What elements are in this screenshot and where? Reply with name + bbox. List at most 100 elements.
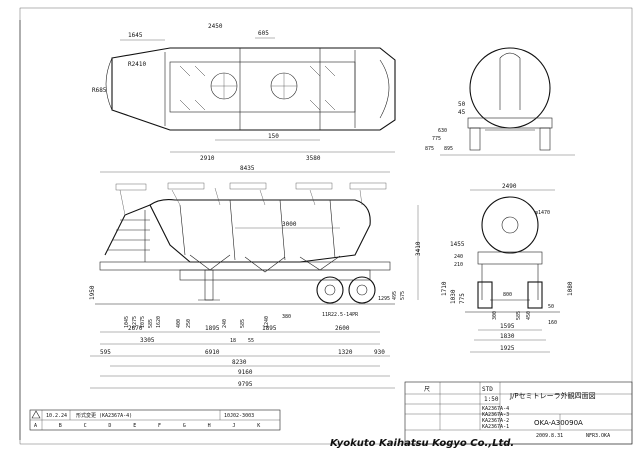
revision-col-e: E: [133, 423, 136, 429]
tb-scale-label: 尺: [424, 386, 430, 393]
rear-dim-50: 50: [458, 101, 466, 108]
revision-col-k: K: [257, 423, 260, 429]
revision-block: 10.2.24 形式変更 (KA2367A-4) 10J02-3003 A B C D…: [29, 409, 281, 431]
front-dim-1830: 1830: [500, 333, 515, 340]
front-dim-1455: 1455: [450, 241, 465, 248]
vdim-10: 380: [282, 314, 291, 320]
top-dim-r2410: R2410: [128, 61, 146, 68]
vdim-9: 585: [240, 319, 246, 328]
side-view: 8435 3000 3410 1950 11: [89, 165, 422, 389]
revision-col-j: J: [232, 423, 235, 429]
front-dim-1925: 1925: [500, 345, 515, 352]
front-dim-1030: 1030: [450, 289, 457, 304]
tb-code-4: KA2367A-4: [482, 406, 509, 412]
vdim-12: 1295: [378, 296, 390, 302]
front-dim-450: 450: [526, 311, 532, 320]
tb-ref: NFR3.OKA: [586, 433, 610, 439]
hdim-1320: 1320: [338, 349, 353, 356]
hdim-595: 595: [100, 349, 111, 356]
rear-dim-875: 875: [425, 146, 434, 152]
vdim-13: 495: [392, 291, 398, 300]
top-view: 1645 2450 605 R2410 R685 150 2910 3580: [92, 23, 396, 162]
vdim-5: 1620: [156, 316, 162, 328]
revision-col-b: B: [59, 423, 62, 429]
rev-date: 10.2.24: [46, 413, 67, 419]
side-dim-8435: 8435: [240, 165, 255, 172]
top-dim-r685: R685: [92, 87, 107, 94]
front-view: 2490 φ1470 1455 240 210 1710 1030 775 10…: [441, 183, 574, 353]
vdim-1: 1045: [124, 316, 130, 328]
side-vertical-dims: 1045 1275 1075 585 1620 400 250 240 585 …: [124, 291, 406, 328]
vdim-3: 1075: [140, 316, 146, 328]
hdim-8230: 8230: [232, 359, 247, 366]
front-dim-210: 210: [454, 262, 463, 268]
side-tire-label: 11R22.5-14PR: [322, 312, 359, 318]
tb-model: STD: [482, 386, 493, 393]
revision-col-d: D: [108, 423, 111, 429]
front-dim-phi1470: φ1470: [535, 210, 550, 216]
tb-code-2: KA2367A-2: [482, 418, 509, 424]
vdim-4: 585: [148, 319, 154, 328]
hdim-2600: 2600: [335, 325, 350, 332]
rear-dim-45: 45: [458, 109, 466, 116]
revision-col-h: H: [208, 423, 211, 429]
hdim-18: 18: [230, 338, 236, 344]
tb-drawing-title: J/Pセミトレーラ外観四面図: [509, 391, 596, 400]
tb-drawing-number: OKA-A30090A: [534, 419, 583, 427]
top-dim-3580: 3580: [306, 155, 321, 162]
front-dim-300: 300: [492, 311, 498, 320]
company-name: Kyokuto Kaihatsu Kogyo Co.,Ltd.: [330, 438, 514, 449]
side-dim-3000: 3000: [282, 221, 297, 228]
rear-view: 50 45 775 875 630 895: [425, 47, 575, 156]
tb-scale: 1:50: [484, 396, 499, 403]
rear-dim-630: 630: [438, 128, 447, 134]
front-dim-240: 240: [454, 254, 463, 260]
top-dim-2450: 2450: [208, 23, 223, 30]
tb-code-3: KA2367A-3: [482, 412, 509, 418]
tb-date: 2009.8.31: [536, 433, 563, 439]
hdim-1895a: 1895: [205, 325, 220, 332]
hdim-9160: 9160: [238, 369, 253, 376]
vdim-8: 240: [222, 319, 228, 328]
vdim-6: 400: [176, 319, 182, 328]
hdim-930: 930: [374, 349, 385, 356]
vdim-14: 575: [400, 291, 406, 300]
vdim-2: 1275: [132, 316, 138, 328]
hdim-3305: 3305: [140, 337, 155, 344]
top-dim-2910: 2910: [200, 155, 215, 162]
rear-dim-895: 895: [444, 146, 453, 152]
front-dim-775: 775: [459, 293, 466, 304]
revision-col-a: A: [34, 423, 37, 429]
revision-col-g: G: [183, 423, 186, 429]
rev-description: 形式変更 (KA2367A-4): [76, 412, 132, 419]
side-horizontal-dims: 2670 1895 1895 2600 3305 18 55 595 6910 …: [90, 325, 395, 389]
front-dim-2490: 2490: [502, 183, 517, 190]
front-dim-1710: 1710: [441, 281, 448, 296]
top-dim-1645: 1645: [128, 32, 143, 39]
top-dim-150: 150: [268, 133, 279, 140]
title-block: 尺 STD 1:50 J/Pセミトレーラ外観四面図 OKA-A30090A KA…: [330, 381, 633, 449]
hdim-9795: 9795: [238, 381, 253, 388]
side-dim-1950: 1950: [89, 285, 96, 300]
front-dim-50: 50: [548, 304, 554, 310]
front-dim-585: 585: [516, 311, 522, 320]
front-dim-1080: 1080: [567, 281, 574, 296]
front-dim-160: 160: [548, 320, 557, 326]
side-dim-3410: 3410: [415, 241, 422, 256]
front-dim-800: 800: [503, 292, 512, 298]
hdim-1895b: 1895: [262, 325, 277, 332]
rear-dim-775: 775: [432, 136, 441, 142]
front-dim-1595: 1595: [500, 323, 515, 330]
revision-col-f: F: [158, 423, 161, 429]
tb-code-1: KA2367A-1: [482, 424, 509, 430]
hdim-6910: 6910: [205, 349, 220, 356]
vdim-7: 250: [186, 319, 192, 328]
vdim-11: 1240: [264, 316, 270, 328]
top-dim-605: 605: [258, 30, 269, 37]
revision-col-c: C: [84, 423, 87, 429]
rev-ref: 10J02-3003: [224, 413, 254, 419]
hdim-55: 55: [248, 338, 254, 344]
hdim-2670: 2670: [128, 325, 143, 332]
